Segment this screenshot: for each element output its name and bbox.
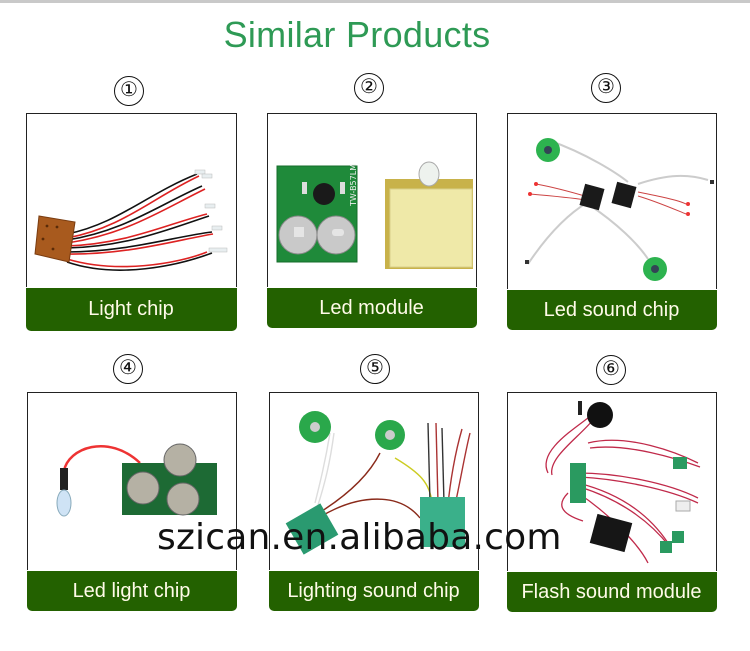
product-card-lighting-sound-chip[interactable]: Lighting sound chip: [268, 392, 479, 611]
svg-text:TW-B57LM: TW-B57LM: [349, 164, 358, 207]
product-number-4: ④: [113, 354, 143, 384]
product-card-led-light-chip[interactable]: Led light chip: [26, 392, 237, 611]
product-label: Lighting sound chip: [268, 571, 479, 611]
product-image-led-sound-chip: [525, 138, 714, 281]
product-label: Led light chip: [26, 571, 237, 611]
product-label: Led module: [266, 288, 477, 328]
product-image-led-module: TW-B57LM: [276, 161, 473, 269]
product-card-led-sound-chip[interactable]: Led sound chip: [506, 113, 717, 330]
product-label: Light chip: [25, 288, 237, 331]
product-number-1: ①: [114, 76, 144, 106]
product-number-5: ⑤: [360, 354, 390, 384]
product-number-6: ⑥: [596, 355, 626, 385]
product-number-2: ②: [354, 73, 384, 103]
product-label: Flash sound module: [506, 572, 717, 612]
product-image-lighting-sound-chip: [285, 411, 471, 555]
product-card-led-module[interactable]: TW-B57LM Led module: [266, 113, 477, 328]
top-divider: [0, 0, 750, 3]
product-image-led-light-chip: [56, 443, 217, 517]
product-card-light-chip[interactable]: Light chip: [25, 113, 237, 331]
page-title: Similar Products: [223, 14, 491, 55]
product-image-light-chip: [34, 169, 228, 271]
product-image-flash-sound-module: [545, 401, 701, 564]
watermark-url: szican.en.alibaba.com: [157, 517, 562, 558]
product-number-3: ③: [591, 73, 621, 103]
product-card-flash-sound-module[interactable]: Flash sound module: [506, 392, 717, 612]
product-label: Led sound chip: [506, 290, 717, 330]
